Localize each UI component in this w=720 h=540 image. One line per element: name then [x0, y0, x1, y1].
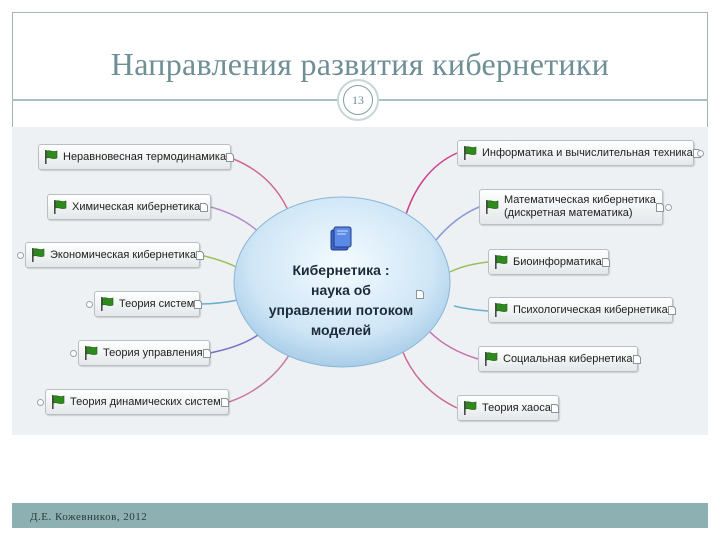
page-number-badge: 13 [337, 79, 379, 121]
note-icon [601, 257, 610, 267]
flag-icon [52, 395, 65, 409]
topic-node-left[interactable]: Экономическая кибернетика [25, 242, 204, 268]
connector-line [199, 299, 239, 305]
note-icon [632, 354, 641, 364]
flag-icon [485, 352, 498, 366]
node-label-block: Математическая кибернетика (дискретная м… [504, 194, 656, 220]
node-label: Теория систем [119, 297, 195, 310]
expand-ring-icon[interactable] [37, 399, 44, 406]
flag-icon [45, 150, 58, 164]
topic-node-left[interactable]: Теория систем [94, 291, 203, 317]
expand-ring-icon[interactable] [665, 204, 672, 211]
footer-author: Д.Е. Кожевников, 2012 [30, 511, 148, 523]
topic-node-left[interactable]: Неравновесная термодинамика [38, 144, 235, 170]
topic-node-right[interactable]: Математическая кибернетика (дискретная м… [479, 189, 664, 225]
node-label: Социальная кибернетика [503, 352, 633, 365]
flag-icon [464, 146, 477, 160]
node-label: Теория хаоса [482, 401, 551, 414]
topic-node-right[interactable]: Психологическая кибернетика [488, 297, 676, 323]
note-icon [195, 250, 204, 260]
expand-ring-icon[interactable] [697, 150, 704, 157]
node-label: Экономическая кибернетика [50, 248, 196, 261]
note-icon [200, 202, 209, 212]
connector-line [453, 305, 489, 312]
center-line: наука об [311, 282, 371, 298]
connector-line [429, 331, 479, 360]
node-label: Психологическая кибернетика [513, 303, 668, 316]
connector-line [228, 349, 293, 403]
center-line: моделей [310, 322, 372, 338]
flag-icon [495, 255, 508, 269]
connector-line [209, 331, 263, 354]
node-label: Теория динамических систем [70, 395, 221, 408]
topic-node-left[interactable]: Теория управления [78, 340, 211, 366]
connector-line [435, 206, 480, 241]
node-label: Химическая кибернетика [72, 200, 201, 213]
connector-line [449, 261, 489, 273]
center-line: Кибернетика : [292, 262, 390, 278]
node-label: Неравновесная термодинамика [63, 150, 227, 163]
central-topic[interactable] [233, 196, 451, 368]
note-icon [220, 397, 229, 407]
note-icon [667, 305, 676, 315]
title-area: Направления развития кибернетики [12, 12, 708, 99]
center-line: управлении потоком [268, 302, 414, 318]
page-number: 13 [343, 85, 373, 115]
flag-icon [495, 303, 508, 317]
expand-ring-icon[interactable] [70, 350, 77, 357]
expand-ring-icon[interactable] [86, 301, 93, 308]
node-label: Математическая кибернетика [504, 194, 656, 206]
topic-node-left[interactable]: Теория динамических систем [45, 389, 229, 415]
flag-icon [464, 401, 477, 415]
note-icon [226, 152, 235, 162]
connector-line [230, 157, 291, 216]
note-icon [550, 403, 559, 413]
flag-icon [101, 297, 114, 311]
note-icon [202, 348, 211, 358]
connector-line [404, 152, 458, 219]
central-topic-label: Кибернетика : наука об управлении потоко… [258, 260, 424, 340]
topic-node-right[interactable]: Социальная кибернетика [478, 346, 641, 372]
flag-icon [486, 200, 499, 214]
expand-ring-icon[interactable] [17, 252, 24, 259]
node-label-secondary: (дискретная математика) [504, 207, 633, 219]
node-label: Информатика и вычислительная техника [482, 146, 693, 159]
topic-node-right[interactable]: Биоинформатика [488, 249, 610, 275]
flag-icon [32, 248, 45, 262]
note-icon [194, 299, 203, 309]
book-icon [330, 226, 352, 251]
node-label: Теория управления [103, 346, 203, 359]
connector-line [401, 349, 458, 409]
note-icon [416, 290, 424, 299]
footer-bar: Д.Е. Кожевников, 2012 [12, 503, 708, 528]
flag-icon [54, 200, 67, 214]
note-icon [655, 202, 664, 212]
topic-node-left[interactable]: Химическая кибернетика [47, 194, 211, 220]
slide-title: Направления развития кибернетики [110, 46, 610, 82]
slide-lower-area [12, 435, 708, 503]
node-label: Биоинформатика [513, 255, 602, 268]
flag-icon [85, 346, 98, 360]
topic-node-right[interactable]: Теория хаоса [457, 395, 559, 421]
topic-node-right[interactable]: Информатика и вычислительная техника [457, 140, 701, 166]
